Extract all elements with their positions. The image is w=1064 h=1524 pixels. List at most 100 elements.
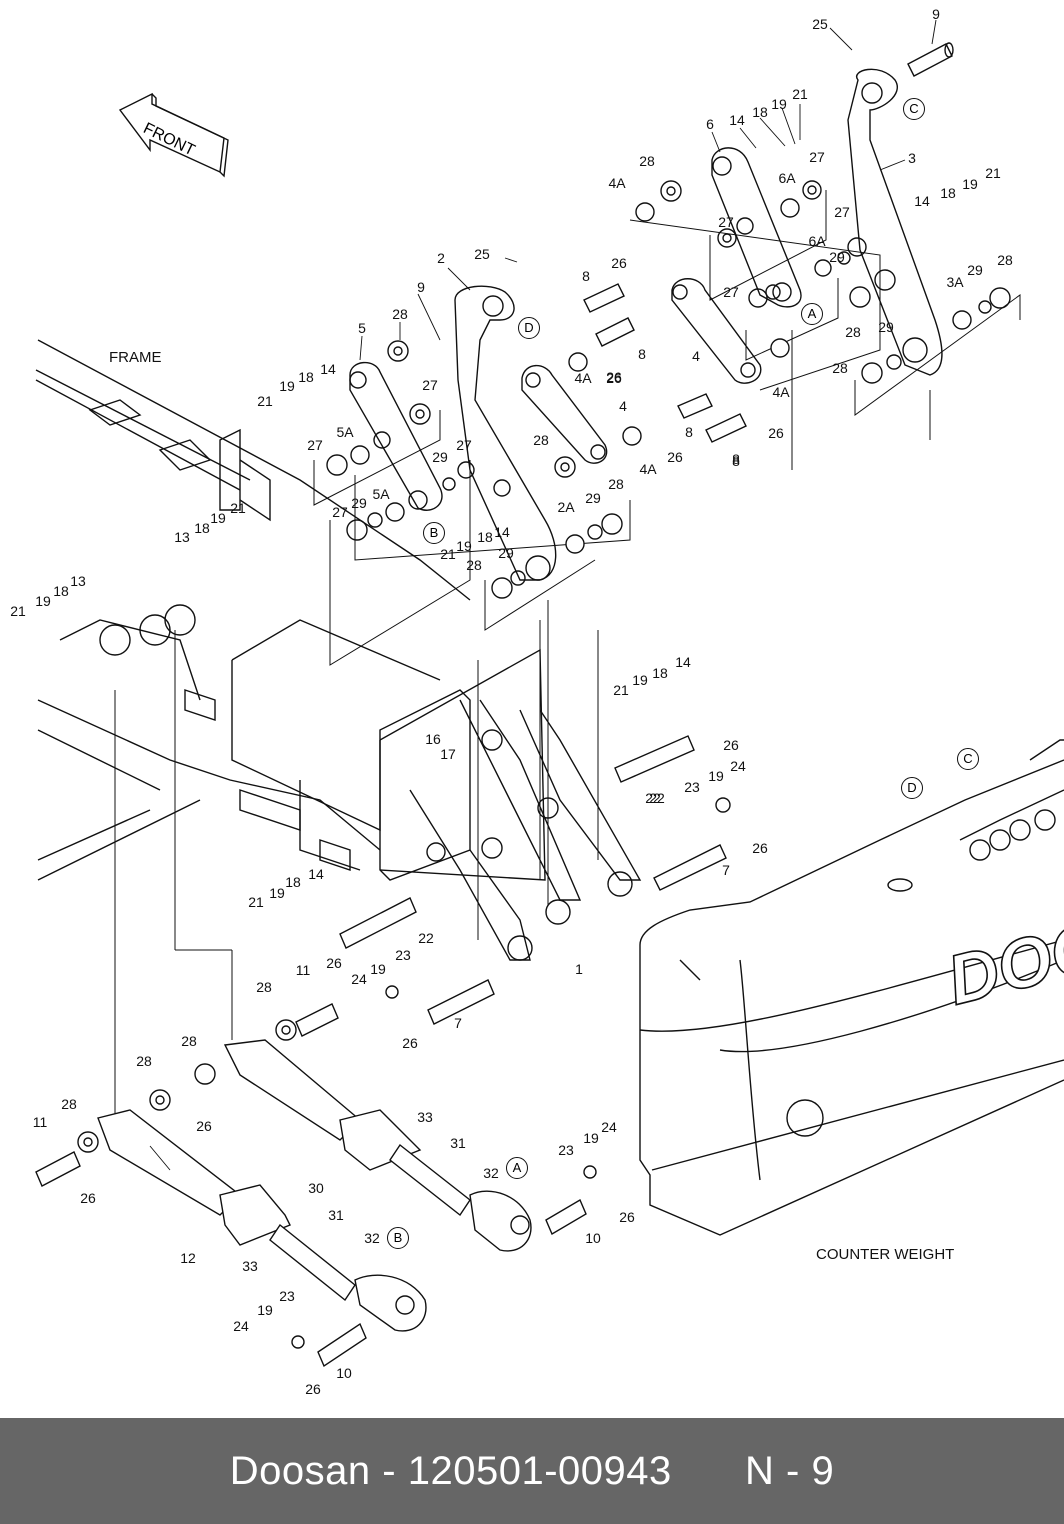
- callout-part-19: 19: [279, 378, 295, 394]
- callout-part-28: 28: [181, 1033, 197, 1049]
- callout-part-18: 18: [652, 665, 668, 681]
- callout-part-8: 8: [582, 268, 590, 284]
- callout-part-26: 26: [606, 370, 622, 386]
- callout-part-14: 14: [675, 654, 691, 670]
- callout-part-13: 13: [70, 573, 86, 589]
- callout-part-14: 14: [729, 112, 745, 128]
- callout-part-23: 23: [279, 1288, 295, 1304]
- callout-part-18: 18: [477, 529, 493, 545]
- callout-part-27: 27: [332, 504, 348, 520]
- callout-part-27: 27: [718, 214, 734, 230]
- callout-part-14: 14: [308, 866, 324, 882]
- counterweight-label: COUNTER WEIGHT: [816, 1246, 955, 1263]
- group-brackets: [114, 190, 1021, 1120]
- callout-part-33: 33: [417, 1109, 433, 1125]
- callout-part-6a: 6A: [778, 170, 796, 186]
- callout-part-7: 7: [454, 1015, 462, 1031]
- callout-part-6a: 6A: [808, 233, 826, 249]
- callout-part-26: 26: [723, 737, 739, 753]
- callout-part-21: 21: [613, 682, 629, 698]
- callout-part-32: 32: [483, 1165, 499, 1181]
- callout-part-14: 14: [320, 361, 336, 377]
- callout-part-8: 8: [638, 346, 646, 362]
- callout-part-6: 6: [706, 116, 714, 132]
- footer-part-number: 120501-00943: [407, 1448, 672, 1493]
- callout-part-28: 28: [466, 557, 482, 573]
- callout-part-27: 27: [456, 437, 472, 453]
- link-5: [349, 361, 443, 511]
- callout-part-8: 8: [732, 453, 740, 469]
- callout-part-19: 19: [257, 1302, 273, 1318]
- callout-part-8: 8: [685, 424, 693, 440]
- callout-part-2a: 2A: [557, 499, 575, 515]
- callout-part-10: 10: [336, 1365, 352, 1381]
- callout-part-21: 21: [230, 500, 246, 516]
- callout-part-21: 21: [985, 165, 1001, 181]
- callout-part-26: 26: [80, 1190, 96, 1206]
- callout-part-27: 27: [834, 204, 850, 220]
- callout-part-3: 3: [908, 150, 916, 166]
- callout-part-31: 31: [450, 1135, 466, 1151]
- cylinder-30: [223, 1039, 532, 1252]
- callout-part-7: 7: [722, 862, 730, 878]
- callout-part-18: 18: [752, 104, 768, 120]
- callout-part-19: 19: [962, 176, 978, 192]
- callout-part-26: 26: [305, 1381, 321, 1397]
- callout-part-29: 29: [967, 262, 983, 278]
- front-direction-indicator: FRONT: [108, 92, 238, 192]
- callout-part-21: 21: [792, 86, 808, 102]
- parts-diagram: DOO FRONT FRAME COUNTER WEIGHT C A D B C…: [10, 7, 1064, 1397]
- link-4-upper: [671, 278, 762, 384]
- callout-part-19: 19: [456, 538, 472, 554]
- callout-part-31: 31: [328, 1207, 344, 1223]
- callout-part-25: 25: [812, 16, 828, 32]
- callout-part-24: 24: [233, 1318, 249, 1334]
- footer-bar: Doosan - 120501-00943 N - 9: [0, 1418, 1064, 1524]
- callout-part-19: 19: [583, 1130, 599, 1146]
- callout-part-33: 33: [242, 1258, 258, 1274]
- callout-part-11: 11: [295, 962, 311, 978]
- callout-part-18: 18: [298, 369, 314, 385]
- callout-part-4: 4: [619, 398, 627, 414]
- ref-marker-b: B: [423, 522, 445, 544]
- callout-part-29: 29: [432, 449, 448, 465]
- callout-part-8: 8: [732, 451, 740, 467]
- callout-part-24: 24: [601, 1119, 617, 1135]
- leader-lines: [149, 19, 937, 1171]
- pins: [35, 283, 747, 1368]
- callout-part-11: 11: [32, 1114, 48, 1130]
- callout-part-19: 19: [35, 593, 51, 609]
- callout-part-28: 28: [136, 1053, 152, 1069]
- callout-part-28: 28: [533, 432, 549, 448]
- callout-part-19: 19: [210, 510, 226, 526]
- callout-part-26: 26: [196, 1118, 212, 1134]
- callout-part-4a: 4A: [639, 461, 657, 477]
- arm-3: [847, 68, 943, 376]
- callout-part-28: 28: [61, 1096, 77, 1112]
- callout-part-5a: 5A: [336, 424, 354, 440]
- callout-part-25: 25: [474, 246, 490, 262]
- callout-part-16: 16: [425, 731, 441, 747]
- cylinder-12: [97, 1109, 427, 1332]
- callout-part-26: 26: [752, 840, 768, 856]
- ref-marker-d: D: [518, 317, 540, 339]
- callout-part-12: 12: [180, 1250, 196, 1266]
- callout-part-10: 10: [585, 1230, 601, 1246]
- callout-part-14: 14: [914, 193, 930, 209]
- callout-part-4: 4: [692, 348, 700, 364]
- callout-part-21: 21: [440, 546, 456, 562]
- callout-part-27: 27: [422, 377, 438, 393]
- callout-part-17: 17: [440, 746, 456, 762]
- callout-part-28: 28: [832, 360, 848, 376]
- logo-text: DOO: [940, 905, 1064, 1019]
- callout-part-26: 26: [606, 369, 622, 385]
- callout-part-30: 30: [308, 1180, 324, 1196]
- callout-part-1: 1: [575, 961, 583, 977]
- washers-bushings: [77, 180, 1011, 1349]
- callout-part-4a: 4A: [772, 384, 790, 400]
- frame-label: FRAME: [109, 349, 162, 366]
- ref-marker-d: D: [901, 777, 923, 799]
- callout-part-19: 19: [269, 885, 285, 901]
- diagram-linework: DOO: [35, 19, 1064, 1368]
- callout-part-22: 22: [645, 790, 661, 806]
